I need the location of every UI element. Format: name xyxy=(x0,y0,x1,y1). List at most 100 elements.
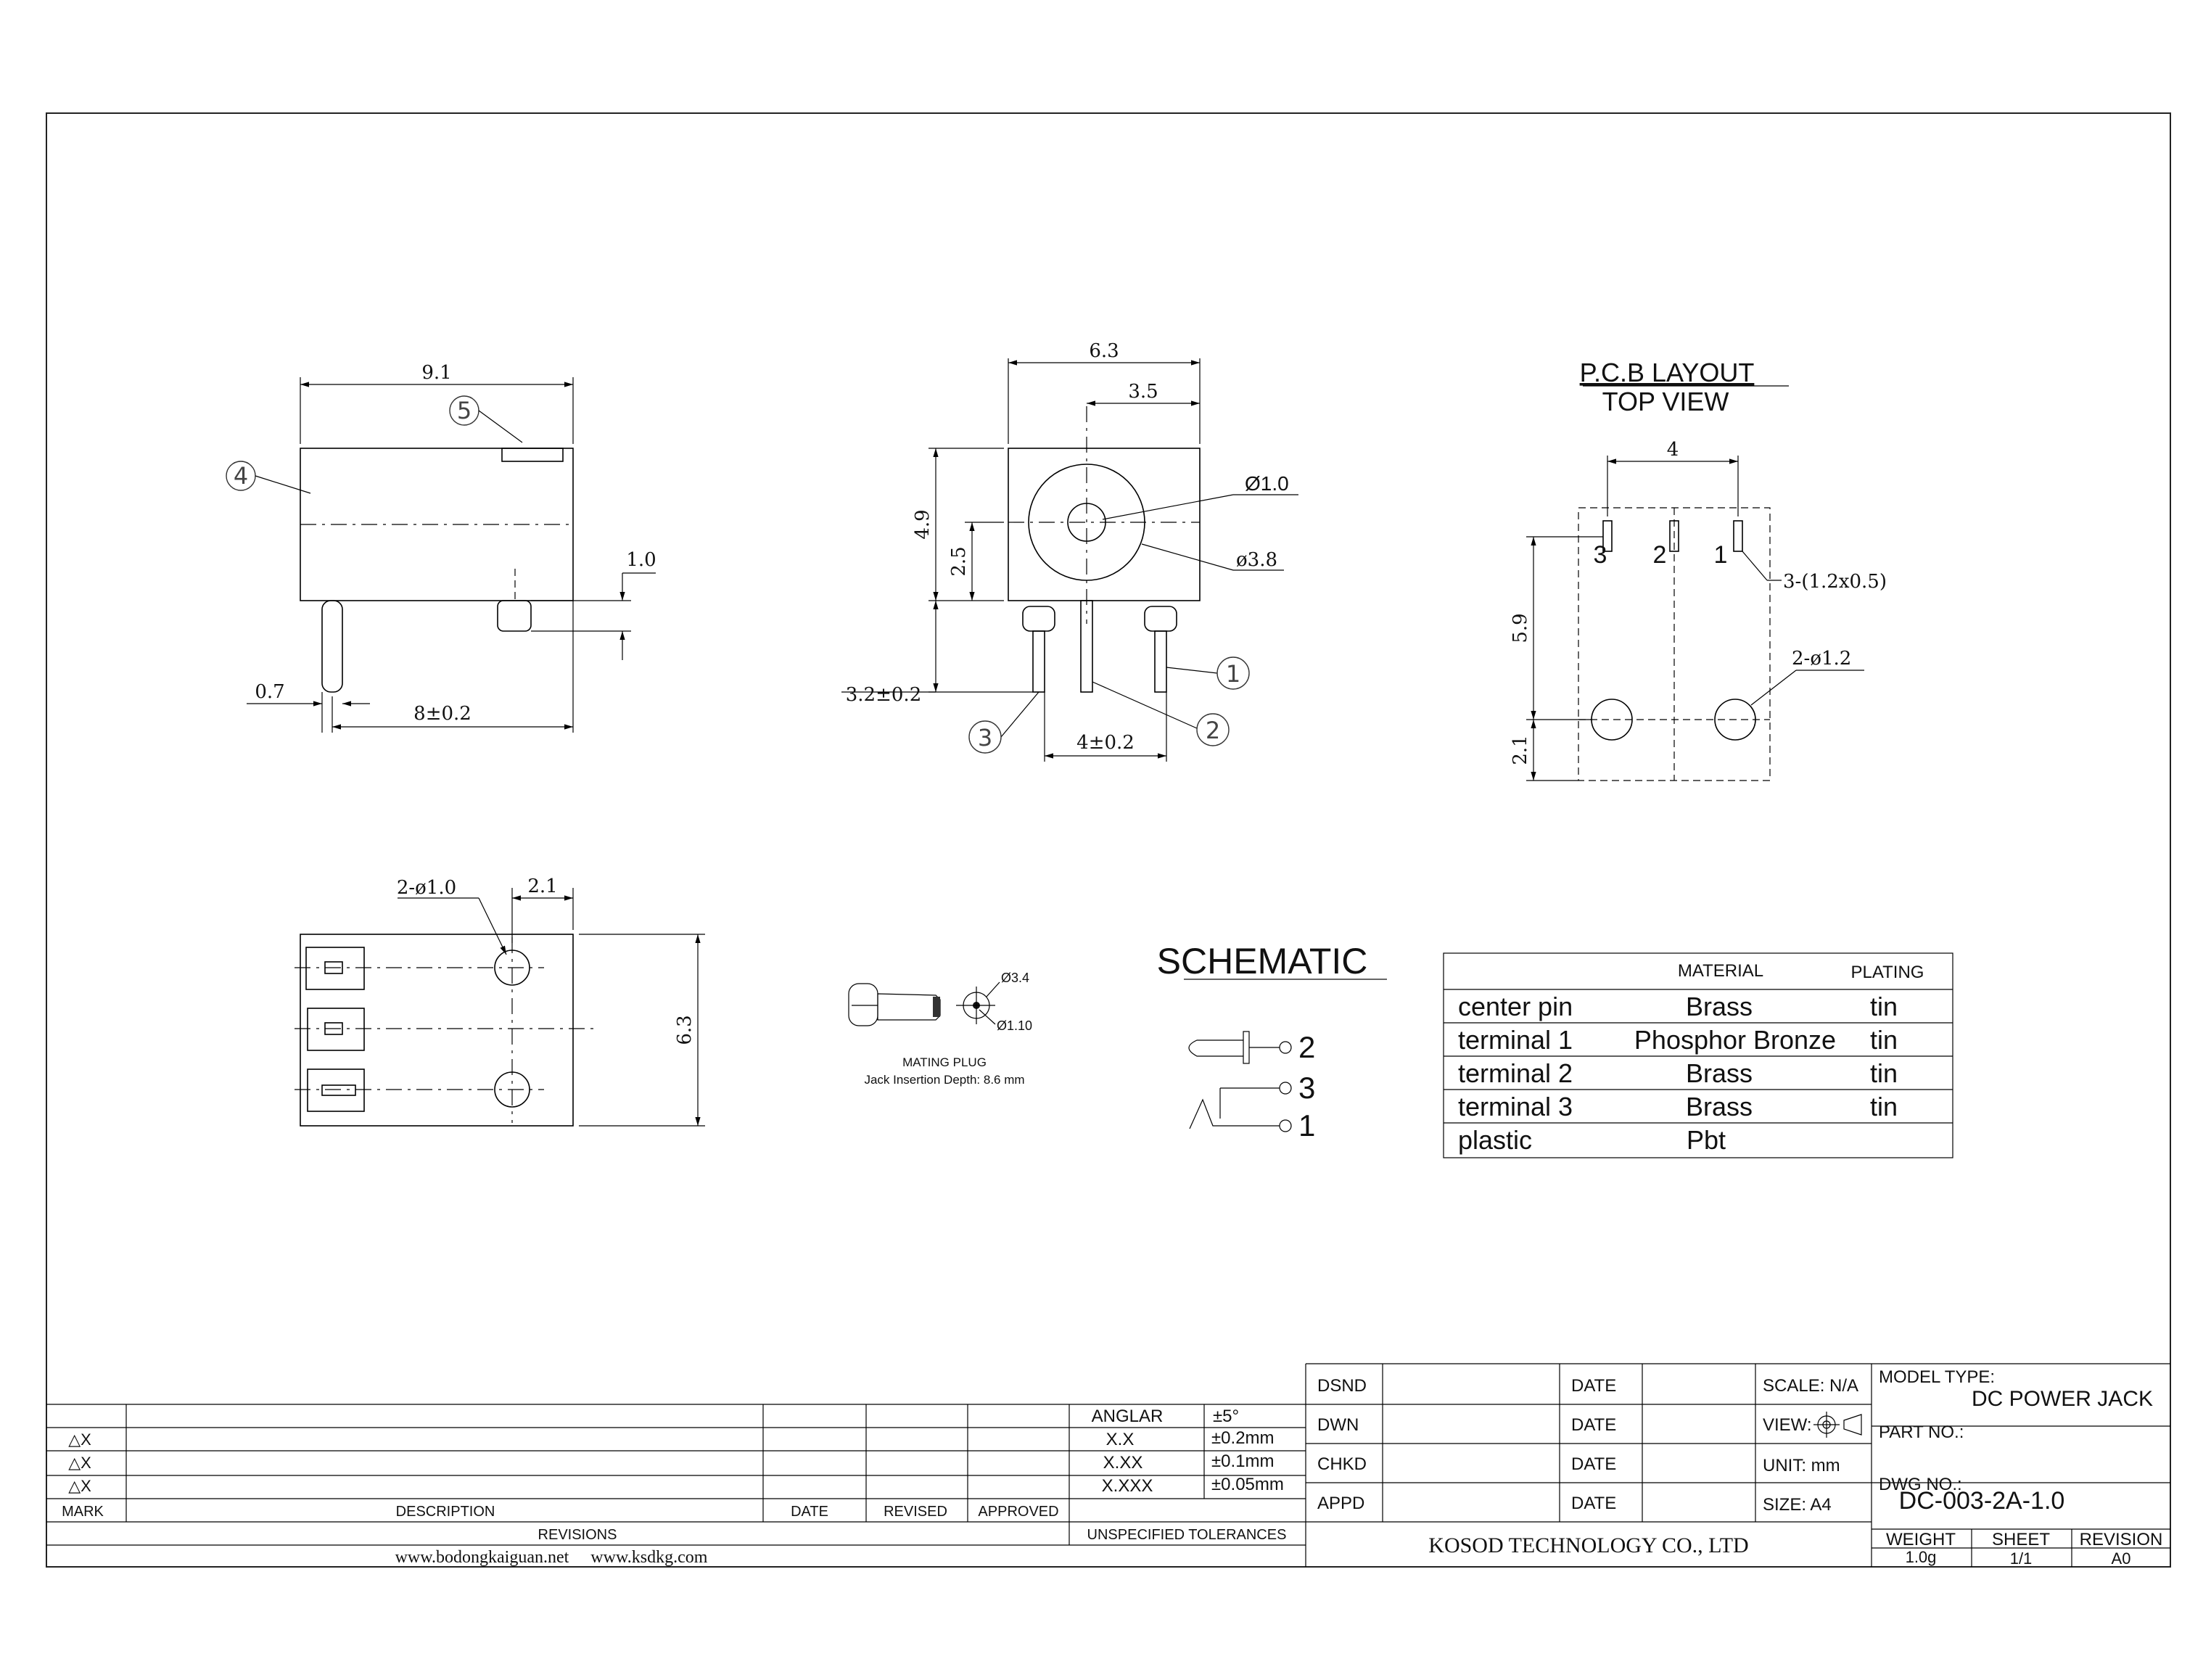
table-cell: tin xyxy=(1870,1092,1898,1121)
table-cell: terminal 3 xyxy=(1458,1092,1573,1121)
view-label: VIEW: xyxy=(1763,1415,1812,1435)
weight-label: WEIGHT xyxy=(1886,1530,1956,1549)
front-center-dim: 3.5 xyxy=(1128,381,1158,403)
rev-header-revised: REVISED xyxy=(884,1504,947,1520)
pcb-hole-dim: 2-ø1.2 xyxy=(1792,648,1851,670)
signoff-appd: APPD xyxy=(1317,1494,1364,1513)
front-bore-dia-dim: ø3.8 xyxy=(1236,549,1277,571)
front-pin-dia-dim: Ø1.0 xyxy=(1245,472,1289,495)
rev-header-mark: MARK xyxy=(62,1504,104,1520)
unit-label: UNIT: mm xyxy=(1763,1456,1840,1475)
schematic-label-3: 3 xyxy=(1298,1071,1315,1105)
side-pin-offset-dim: 1.0 xyxy=(626,549,656,571)
pcb-subtitle: TOP VIEW xyxy=(1602,387,1729,416)
revision-label: REVISION xyxy=(2080,1530,2163,1549)
plug-inner-dia: Ø1.10 xyxy=(997,1018,1032,1033)
signoff-chkd: CHKD xyxy=(1317,1454,1367,1474)
pcb-bottom-dim: 2.1 xyxy=(1510,735,1531,765)
tol-x-val: ±0.2mm xyxy=(1211,1428,1275,1448)
bottom-height-dim: 6.3 xyxy=(674,1015,696,1045)
signoff-date: DATE xyxy=(1571,1454,1616,1474)
bottom-view: 2.1 2-ø1.0 6.3 xyxy=(295,876,705,1127)
company-name: KOSOD TECHNOLOGY CO., LTD xyxy=(1428,1533,1748,1557)
part-no-label: PART NO.: xyxy=(1879,1422,1964,1442)
front-view: 6.3 3.5 4.9 2.5 Ø1.0 ø3.8 3.2±0.2 4±0 xyxy=(841,340,1298,762)
front-width-dim: 6.3 xyxy=(1089,340,1119,362)
sheet-value: 1/1 xyxy=(2010,1549,2033,1568)
callout-5: 5 xyxy=(449,395,523,443)
schematic-label-1: 1 xyxy=(1298,1108,1315,1142)
callout-2: 2 xyxy=(1092,681,1230,746)
svg-text:3: 3 xyxy=(978,724,992,752)
svg-text:5: 5 xyxy=(457,397,472,424)
tol-x-label: X.X xyxy=(1106,1430,1135,1449)
table-cell: terminal 1 xyxy=(1458,1025,1573,1055)
pcb-pad-label-2: 2 xyxy=(1653,541,1667,569)
pcb-title: P.C.B LAYOUT xyxy=(1580,358,1755,387)
schematic: SCHEMATIC 2 3 1 xyxy=(1157,941,1387,1142)
table-cell: Phosphor Bronze xyxy=(1634,1025,1836,1055)
signoff-dwn: DWN xyxy=(1317,1415,1359,1435)
signoff-dsnd: DSND xyxy=(1317,1376,1367,1396)
mating-plug: Ø3.4 Ø1.10 MATING PLUG Jack Insertion De… xyxy=(848,971,1032,1087)
signoff-date: DATE xyxy=(1571,1494,1616,1513)
table-cell: tin xyxy=(1870,992,1898,1021)
side-pin-pitch-dim: 8±0.2 xyxy=(413,703,472,725)
callout-3: 3 xyxy=(968,691,1039,754)
rev-header-approved: APPROVED xyxy=(978,1504,1058,1520)
table-cell: plastic xyxy=(1458,1125,1532,1155)
table-cell: terminal 2 xyxy=(1458,1058,1573,1088)
scale-label: SCALE: N/A xyxy=(1763,1376,1858,1396)
dwg-no-label: DWG NO.: xyxy=(1879,1475,1962,1494)
model-type: DC POWER JACK xyxy=(1972,1387,2153,1411)
signoff-date: DATE xyxy=(1571,1376,1616,1396)
pcb-slot-dim: 3-(1.2x0.5) xyxy=(1783,571,1887,593)
weight-value: 1.0g xyxy=(1906,1548,1937,1566)
rev-mark: △X xyxy=(68,1477,91,1495)
side-pin-dia-dim: 0.7 xyxy=(255,681,284,703)
tol-xxx-label: X.XXX xyxy=(1102,1476,1153,1496)
rev-header-description: DESCRIPTION xyxy=(396,1504,495,1520)
schematic-label-2: 2 xyxy=(1298,1030,1315,1064)
signoff-date: DATE xyxy=(1571,1415,1616,1435)
callout-1: 1 xyxy=(1166,656,1250,690)
pcb-height-dim: 5.9 xyxy=(1510,613,1531,643)
projection-icon xyxy=(1813,1412,1862,1438)
dwg-no: DC-003-2A-1.0 xyxy=(1899,1487,2065,1515)
front-height-dim: 4.9 xyxy=(912,509,934,539)
front-center-height-dim: 2.5 xyxy=(948,546,970,576)
rev-mark: △X xyxy=(68,1430,91,1449)
plug-outer-dia: Ø3.4 xyxy=(1001,971,1029,985)
tol-xx-val: ±0.1mm xyxy=(1211,1452,1275,1471)
rev-header-revisions: REVISIONS xyxy=(538,1527,617,1543)
table-cell: Brass xyxy=(1686,1092,1753,1121)
pcb-layout: P.C.B LAYOUT TOP VIEW 3 2 1 4 5.9 2.1 3-… xyxy=(1510,358,1887,781)
schematic-title: SCHEMATIC xyxy=(1157,941,1368,981)
table-cell: center pin xyxy=(1458,992,1573,1021)
side-view: 9.1 5 4 1.0 0.7 8±0.2 xyxy=(226,362,656,733)
side-width-dim: 9.1 xyxy=(421,362,451,384)
material-header: MATERIAL xyxy=(1678,961,1763,981)
table-cell: Pbt xyxy=(1687,1125,1726,1155)
size-label: SIZE: A4 xyxy=(1763,1495,1832,1515)
websites: www.bodongkaiguan.net www.ksdkg.com xyxy=(395,1548,708,1567)
rev-header-date: DATE xyxy=(791,1504,828,1520)
title-block: △X △X △X ANGLAR ±5° X.X ±0.2mm X.XX ±0.1… xyxy=(46,1363,2170,1568)
rev-mark: △X xyxy=(68,1454,91,1472)
material-table: MATERIAL PLATING center pin Brass tin te… xyxy=(1443,952,1953,1158)
pcb-pad-label-1: 1 xyxy=(1714,541,1728,569)
table-cell: tin xyxy=(1870,1058,1898,1088)
plug-label: MATING PLUG xyxy=(902,1055,987,1069)
tol-xxx-val: ±0.05mm xyxy=(1211,1475,1284,1494)
svg-text:2: 2 xyxy=(1206,717,1220,744)
bottom-offset-dim: 2.1 xyxy=(527,876,557,897)
front-pin-spacing-dim: 4±0.2 xyxy=(1076,732,1135,754)
drawing-frame xyxy=(46,112,2171,1568)
pcb-width-dim: 4 xyxy=(1667,439,1679,461)
plug-note: Jack Insertion Depth: 8.6 mm xyxy=(864,1073,1024,1087)
svg-text:4: 4 xyxy=(234,462,248,490)
table-cell: Brass xyxy=(1686,1058,1753,1088)
pcb-pad-label-3: 3 xyxy=(1594,541,1607,569)
sheet-label: SHEET xyxy=(1992,1530,2050,1549)
